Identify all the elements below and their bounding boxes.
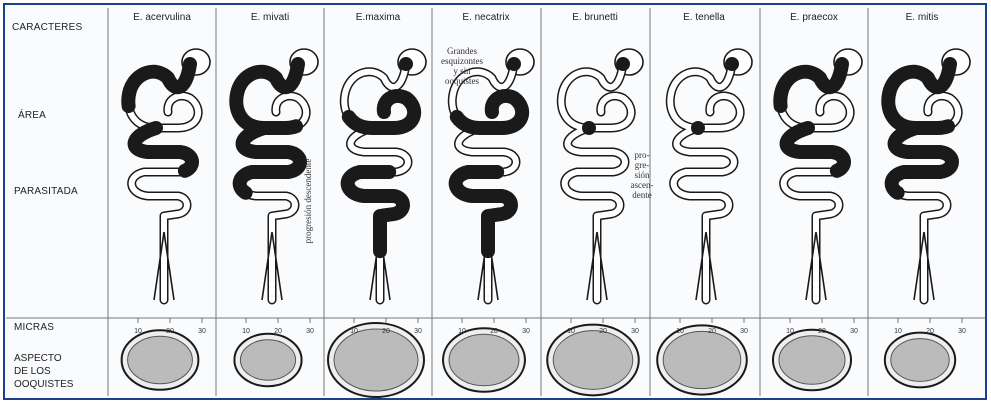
- scale-tick-label: 30: [958, 328, 966, 335]
- scale-tick-label: 10: [786, 328, 794, 335]
- scale-tick-label: 20: [599, 328, 607, 335]
- scale-tick-label: 10: [458, 328, 466, 335]
- annotation-line: ascen-: [629, 180, 655, 190]
- scale-tick-label: 30: [414, 328, 422, 335]
- intestine-diagram: 10 20 30: [122, 49, 210, 390]
- annotation-line: esquizontes: [432, 56, 492, 66]
- annotation-line: sión: [629, 170, 655, 180]
- scale-tick-label: 10: [894, 328, 902, 335]
- scale-tick-label: 30: [198, 328, 206, 335]
- intestine-diagram: 10 20 30: [547, 49, 643, 395]
- scale-tick-label: 30: [740, 328, 748, 335]
- brunetti-annotation: pro- gre- sión ascen- dente: [629, 150, 655, 200]
- annotation-line: progresión descendente: [303, 159, 313, 244]
- scale-tick-label: 10: [676, 328, 684, 335]
- annotation-line: pro-: [629, 150, 655, 160]
- scale-tick-label: 10: [567, 328, 575, 335]
- annotation-line: gre-: [629, 160, 655, 170]
- intestine-lumen: [780, 64, 850, 300]
- intestine-diagram: 10 20 30: [657, 49, 752, 395]
- scale-tick-label: 30: [522, 328, 530, 335]
- annotation-line: y sin: [432, 66, 492, 76]
- scale-tick-label: 10: [350, 328, 358, 335]
- scale-tick-label: 20: [708, 328, 716, 335]
- oocyst-content: [334, 329, 418, 391]
- scale-tick-label: 30: [850, 328, 858, 335]
- oocyst-content: [128, 336, 193, 384]
- scale-tick-label: 30: [306, 328, 314, 335]
- scale-tick-label: 20: [274, 328, 282, 335]
- scale-tick-label: 10: [242, 328, 250, 335]
- intestine-diagram: 10 20 30: [885, 49, 970, 387]
- scale-tick-label: 20: [926, 328, 934, 335]
- oocyst-content: [553, 331, 633, 390]
- intestine-diagram: 10 20 30: [328, 49, 426, 397]
- scale-tick-label: 20: [818, 328, 826, 335]
- intestine-lumen: [670, 64, 740, 300]
- scale-tick-label: 20: [490, 328, 498, 335]
- annotation-line: dente: [629, 190, 655, 200]
- oocyst-content: [240, 340, 295, 380]
- intestine-diagram: 10 20 30: [443, 49, 534, 392]
- intestine-lumen: [561, 64, 631, 300]
- intestine-diagram: 10 20 30: [773, 49, 862, 390]
- oocyst-content: [891, 339, 949, 382]
- oocyst-content: [449, 334, 519, 385]
- annotation-line: Grandes: [432, 46, 492, 56]
- oocyst-content: [663, 331, 741, 388]
- scale-tick-label: 20: [382, 328, 390, 335]
- annotation-line: ooquistes: [432, 76, 492, 86]
- mivati-annotation: progresión descendente: [303, 139, 313, 263]
- scale-tick-label: 10: [134, 328, 142, 335]
- oocyst-content: [779, 336, 845, 385]
- scale-tick-label: 30: [631, 328, 639, 335]
- scale-tick-label: 20: [166, 328, 174, 335]
- necatrix-annotation: Grandes esquizontes y sin ooquistes: [432, 46, 492, 86]
- intestine-lumen: [128, 64, 198, 300]
